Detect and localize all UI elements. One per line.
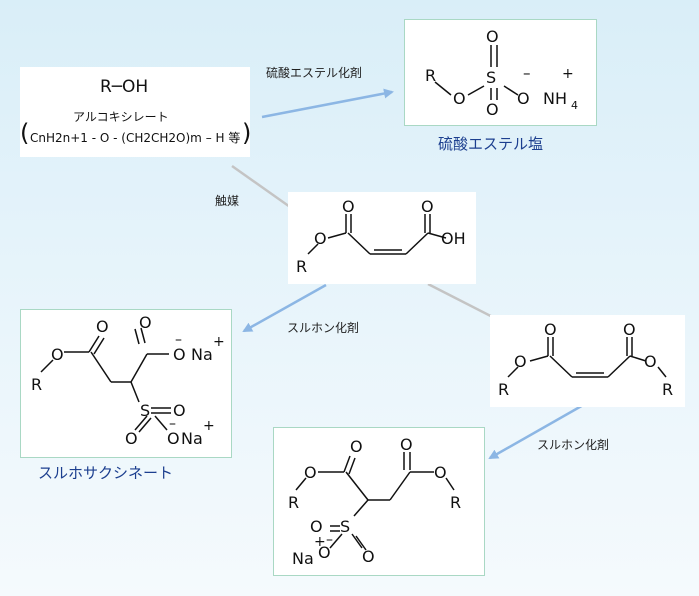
sulfosuccinate-mono-structure: R O O O O – Na + S O O O – Na + [31, 313, 225, 448]
monoester-box: R O O O OH [288, 192, 476, 284]
svg-text:R: R [296, 257, 307, 276]
svg-text:O: O [173, 401, 186, 420]
svg-text:R: R [498, 380, 509, 399]
svg-text:R: R [288, 493, 299, 512]
svg-text:Na: Na [191, 345, 213, 364]
svg-text:O: O [400, 435, 413, 454]
alcohol-name: アルコキシレート [73, 110, 169, 124]
svg-text:O: O [453, 89, 466, 108]
diester-structure: R O O O O R [498, 320, 673, 399]
svg-text:Na: Na [292, 549, 314, 568]
diester-box: R O O O O R [490, 315, 685, 407]
alcohol-formula: R─OH [100, 77, 149, 97]
svg-text:O: O [310, 517, 323, 536]
svg-text:O: O [314, 229, 327, 248]
sulfosuccinate-caption: スルホサクシネート [38, 464, 174, 482]
svg-text:O: O [544, 320, 557, 339]
sulfonation-label-1: スルホン化剤 [287, 321, 360, 335]
svg-text:+: + [213, 334, 225, 350]
svg-text:R: R [31, 375, 42, 394]
sulfonation-label-2: スルホン化剤 [537, 438, 610, 452]
svg-text:R: R [662, 380, 673, 399]
svg-text:O: O [421, 197, 434, 216]
sulfate-salt-caption: 硫酸エステル塩 [438, 135, 544, 153]
svg-text:O: O [514, 352, 527, 371]
svg-text:–: – [326, 532, 333, 548]
alcohol-detail: CnH2n+1 - O - (CH2CH2O)m – H 等 [30, 131, 241, 145]
svg-text:–: – [169, 416, 176, 432]
svg-text:O: O [350, 437, 363, 456]
svg-text:O: O [342, 197, 355, 216]
sulfosuccinate-di-box: R O O O O R S O O O + – Na [273, 427, 485, 576]
arrow-to-sulfate-salt [261, 88, 394, 119]
svg-text:O: O [173, 345, 186, 364]
svg-text:+: + [562, 66, 574, 82]
sulfosuccinate-mono-box: R O O O O – Na + S O O O – Na + [20, 309, 232, 458]
svg-text:+: + [314, 534, 326, 550]
svg-text:O: O [362, 547, 375, 566]
alcohol-box: R─OH アルコキシレート ( CnH2n+1 - O - (CH2CH2O)m… [20, 67, 252, 157]
svg-text:O: O [644, 352, 657, 371]
svg-text:O: O [304, 463, 317, 482]
svg-text:O: O [434, 463, 447, 482]
svg-text:OH: OH [441, 229, 466, 248]
arrow-to-sulfosuccinate-mono [242, 283, 327, 333]
svg-text:S: S [486, 68, 496, 87]
svg-text:O: O [486, 100, 499, 119]
monoester-structure: R O O O OH [296, 197, 466, 276]
svg-text:Na: Na [181, 429, 203, 448]
svg-text:O: O [139, 313, 152, 332]
svg-text:O: O [51, 345, 64, 364]
sulfosuccinate-di-structure: R O O O O R S O O O + – Na [288, 435, 461, 568]
svg-text:O: O [517, 89, 530, 108]
svg-text:O: O [318, 543, 331, 562]
sulfate-salt-structure: R O O S O O – NH 4 + [425, 27, 578, 119]
left-bracket: ( [20, 119, 30, 147]
sulfate-reagent-label: 硫酸エステル化剤 [266, 66, 363, 80]
catalyst-label: 触媒 [215, 194, 240, 208]
svg-text:O: O [96, 317, 109, 336]
right-bracket: ) [242, 119, 252, 147]
svg-text:O: O [623, 320, 636, 339]
arrow-to-sulfosuccinate-di [488, 402, 586, 460]
svg-text:R: R [450, 493, 461, 512]
svg-text:NH: NH [543, 89, 567, 108]
sulfate-salt-box: R O O S O O – NH 4 + [404, 19, 597, 126]
svg-text:R: R [425, 66, 436, 85]
svg-text:O: O [167, 429, 180, 448]
svg-text:O: O [486, 27, 499, 46]
svg-text:–: – [175, 332, 182, 348]
svg-text:4: 4 [571, 99, 578, 112]
svg-text:S: S [140, 401, 150, 420]
svg-text:–: – [523, 64, 531, 82]
svg-text:O: O [125, 429, 138, 448]
svg-text:S: S [340, 517, 350, 536]
svg-text:+: + [203, 418, 215, 434]
